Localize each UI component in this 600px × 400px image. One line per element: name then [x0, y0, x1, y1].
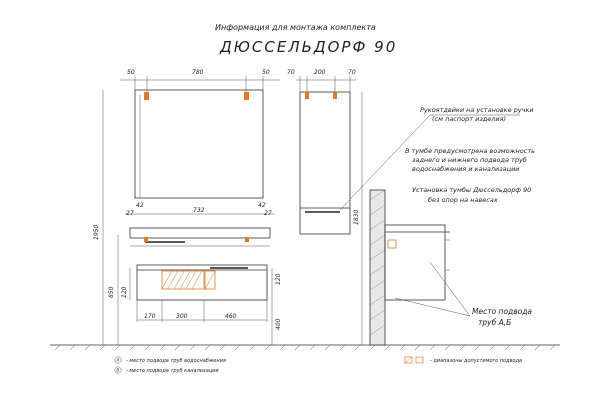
- legend-zone-text: - диапазоны допустимого подвода: [430, 358, 522, 364]
- column-front-view: 70 200 70 1830: [287, 69, 363, 345]
- dim-vert-850: 850: [108, 286, 115, 298]
- dim-vert-1950: 1950: [93, 225, 100, 240]
- dim-top-42-left: 42: [136, 202, 144, 209]
- dim-bottom-460: 460: [225, 313, 237, 320]
- dim-vert-120-right: 120: [275, 273, 282, 285]
- legend-b-text: - место подвода труб канализации: [126, 368, 219, 374]
- legend-a-mark: А: [116, 358, 120, 363]
- column-hook-right-icon: [333, 92, 337, 99]
- legend-a-circle-icon: [114, 356, 122, 364]
- dim-mirror-left: 50: [127, 69, 135, 76]
- dim-vert-400: 400: [275, 318, 282, 330]
- pipe-zone-a: [161, 270, 205, 290]
- dim-top-27-right: 27: [264, 210, 272, 217]
- legend-zone-b-icon: [415, 356, 424, 364]
- mirror-hook-left-icon: [144, 92, 149, 100]
- note-pipe-line1: Место подвода: [472, 307, 532, 316]
- dim-vert-1830: 1830: [353, 210, 360, 225]
- dim-bottom-300: 300: [176, 313, 188, 320]
- note-drawer-line1: В тумбе предусмотрена возможность: [405, 147, 535, 155]
- dim-top-42-right: 42: [258, 202, 266, 209]
- note-drawer-line3: водоснабжения и канализации: [412, 165, 520, 173]
- dim-mirror-center: 780: [192, 69, 204, 76]
- dim-vert-120-left: 120: [121, 286, 128, 298]
- dim-col-right: 70: [348, 69, 356, 76]
- legend-a-text: - место подвода труб водоснабжения: [126, 358, 226, 364]
- note-drawer-line2: заднего и нижнего подвода труб: [412, 156, 527, 164]
- side-view: [369, 189, 450, 346]
- dim-col-left: 70: [287, 69, 295, 76]
- title-line2: ДЮССЕЛЬДОРФ 90: [219, 38, 397, 56]
- vanity-hook-left-icon: [144, 237, 148, 242]
- dim-top-27-left: 27: [126, 210, 134, 217]
- mirror-hook-right-icon: [244, 92, 249, 100]
- vanity-front-view: 42 27 732 42 27 120 400: [125, 202, 282, 345]
- title-line1: Информация для монтажа комплекта: [215, 23, 376, 32]
- note-pipe-line2: труб А,Б: [478, 318, 511, 327]
- dim-bottom-170: 170: [144, 313, 156, 320]
- legend-b-mark: Б: [117, 368, 120, 373]
- note-mount-line2: без опор на навесах: [428, 196, 498, 204]
- wall-section: [369, 189, 386, 346]
- dim-col-center: 200: [314, 69, 326, 76]
- dim-mirror-right: 50: [262, 69, 270, 76]
- side-pipe-zone: [387, 239, 397, 249]
- floor-line: [50, 344, 560, 351]
- mirror-front-view: 50 780 50: [120, 69, 280, 199]
- legend-b-circle-icon: [114, 366, 122, 374]
- note-handles-line1: Рукоятдвйки на установке ручки: [420, 106, 534, 114]
- legend: А - место подвода труб водоснабжения Б -…: [114, 356, 522, 374]
- legend-zone-a-icon: [404, 356, 413, 364]
- pipe-zone-b: [204, 270, 216, 290]
- note-mount-line1: Установка тумбы Дюссельдорф 90: [412, 186, 531, 194]
- column-hook-left-icon: [305, 92, 309, 99]
- dim-top-732: 732: [193, 207, 205, 214]
- note-handles-line2: (см паспорт изделия): [432, 115, 506, 123]
- vanity-hook-right-icon: [245, 237, 249, 242]
